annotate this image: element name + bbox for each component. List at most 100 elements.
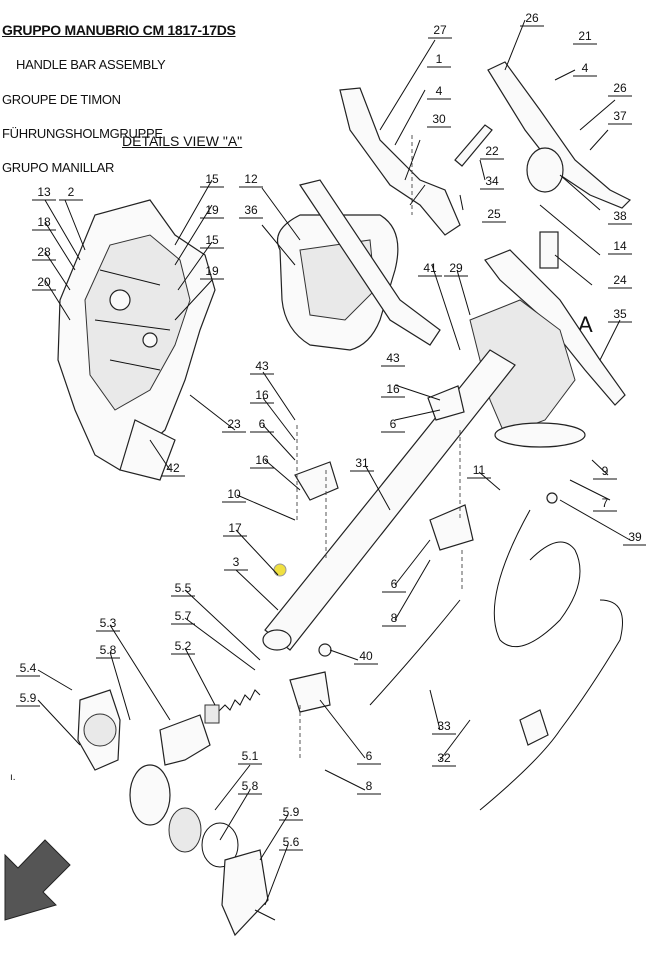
clamp-lower-right — [429, 504, 474, 551]
diagram-title: GRUPPO MANUBRIO CM 1817-17DS — [2, 22, 236, 38]
callout-42: 42 — [166, 461, 180, 475]
callout-5-8: 5.8 — [242, 779, 259, 793]
stray-mark: ı. — [10, 772, 16, 783]
details-view-label: DETAILS VIEW "A" — [122, 133, 243, 149]
clamp-top-right — [427, 385, 465, 421]
lever-assembly-35 — [469, 249, 626, 448]
callout-8: 8 — [366, 779, 373, 793]
callout-43: 43 — [386, 351, 400, 365]
subtitle-english: HANDLE BAR ASSEMBLY — [16, 57, 166, 72]
ring-5-1 — [129, 764, 171, 826]
knob-38 — [526, 147, 564, 193]
callout-12: 12 — [244, 172, 258, 186]
callout-2: 2 — [68, 185, 75, 199]
callout-16: 16 — [255, 453, 269, 467]
callout-15: 15 — [205, 233, 219, 247]
grommet-40 — [318, 643, 332, 657]
callout-29: 29 — [449, 261, 463, 275]
callout-17: 17 — [228, 521, 242, 535]
callout-28: 28 — [37, 245, 51, 259]
callout-5-6: 5.6 — [283, 835, 300, 849]
screw-5-6 — [254, 909, 276, 921]
callout-5-2: 5.2 — [175, 639, 192, 653]
handle-grip-frame — [276, 179, 441, 351]
callout-16: 16 — [255, 388, 269, 402]
subtitle-spanish: GRUPO MANILLAR — [2, 160, 115, 175]
callout-36: 36 — [244, 203, 258, 217]
callout-23: 23 — [227, 417, 241, 431]
callout-34: 34 — [485, 174, 499, 188]
plug — [519, 709, 549, 746]
cable-loop — [493, 509, 581, 648]
handlebar-part-27 — [339, 87, 461, 236]
callout-35: 35 — [613, 307, 627, 321]
cable-run — [369, 599, 623, 811]
callout-33: 33 — [437, 719, 451, 733]
callout-13: 13 — [37, 185, 51, 199]
bearing — [168, 807, 202, 853]
highlight-marker — [273, 563, 287, 577]
seal-ring — [201, 822, 239, 868]
callout-21: 21 — [578, 29, 592, 43]
callout-15: 15 — [205, 172, 219, 186]
clamp-upper — [294, 461, 339, 501]
callout-32: 32 — [437, 751, 451, 765]
detail-arrow — [4, 839, 71, 921]
callout-43: 43 — [255, 359, 269, 373]
callout-19: 19 — [205, 264, 219, 278]
callout-30: 30 — [432, 112, 446, 126]
callout-1: 1 — [436, 52, 443, 66]
callout-41: 41 — [423, 261, 437, 275]
callout-25: 25 — [487, 207, 501, 221]
callout-6: 6 — [390, 417, 397, 431]
gasket-5-8 — [83, 713, 117, 747]
callout-6: 6 — [366, 749, 373, 763]
callout-9: 9 — [602, 464, 609, 478]
callout-5-5: 5.5 — [175, 581, 192, 595]
callout-19: 19 — [205, 203, 219, 217]
callout-5-4: 5.4 — [20, 661, 37, 675]
socket-5-3 — [159, 714, 211, 766]
callout-6: 6 — [391, 577, 398, 591]
callout-38: 38 — [613, 209, 627, 223]
callout-10: 10 — [227, 487, 241, 501]
callout-14: 14 — [613, 239, 627, 253]
spring-5-2 — [214, 689, 261, 716]
callout-16: 16 — [386, 382, 400, 396]
main-tube-31 — [262, 349, 516, 651]
view-letter-a: A — [578, 312, 593, 337]
grip-22 — [454, 124, 493, 167]
callout-5-9: 5.9 — [283, 805, 300, 819]
callout-39: 39 — [628, 530, 642, 544]
nut-39 — [546, 492, 558, 504]
callout-27: 27 — [433, 23, 447, 37]
subtitle-french: GROUPE DE TIMON — [2, 92, 121, 107]
callout-3: 3 — [233, 555, 240, 569]
handlebar-part-26 — [487, 61, 632, 209]
endcap-lower — [221, 849, 269, 937]
callout-20: 20 — [37, 275, 51, 289]
callout-22: 22 — [485, 144, 499, 158]
callout-8: 8 — [391, 611, 398, 625]
bracket-24 — [539, 231, 559, 269]
callout-11: 11 — [473, 463, 486, 477]
callout-6: 6 — [259, 417, 266, 431]
callout-18: 18 — [37, 215, 51, 229]
clamp-lower-left — [289, 671, 331, 713]
callout-5-1: 5.1 — [242, 749, 259, 763]
switch-block — [204, 704, 220, 724]
callout-37: 37 — [613, 109, 627, 123]
callout-31: 31 — [355, 456, 369, 470]
callout-4: 4 — [436, 84, 443, 98]
callout-7: 7 — [602, 496, 609, 510]
callout-4: 4 — [582, 61, 589, 75]
callout-26: 26 — [613, 81, 627, 95]
callout-5-7: 5.7 — [175, 609, 192, 623]
callout-24: 24 — [613, 273, 627, 287]
subtitle-german: FÜHRUNGSHOLMGRUPPE — [2, 126, 163, 141]
callout-5-8: 5.8 — [100, 643, 117, 657]
callout-26: 26 — [525, 11, 539, 25]
callout-5-9: 5.9 — [20, 691, 37, 705]
